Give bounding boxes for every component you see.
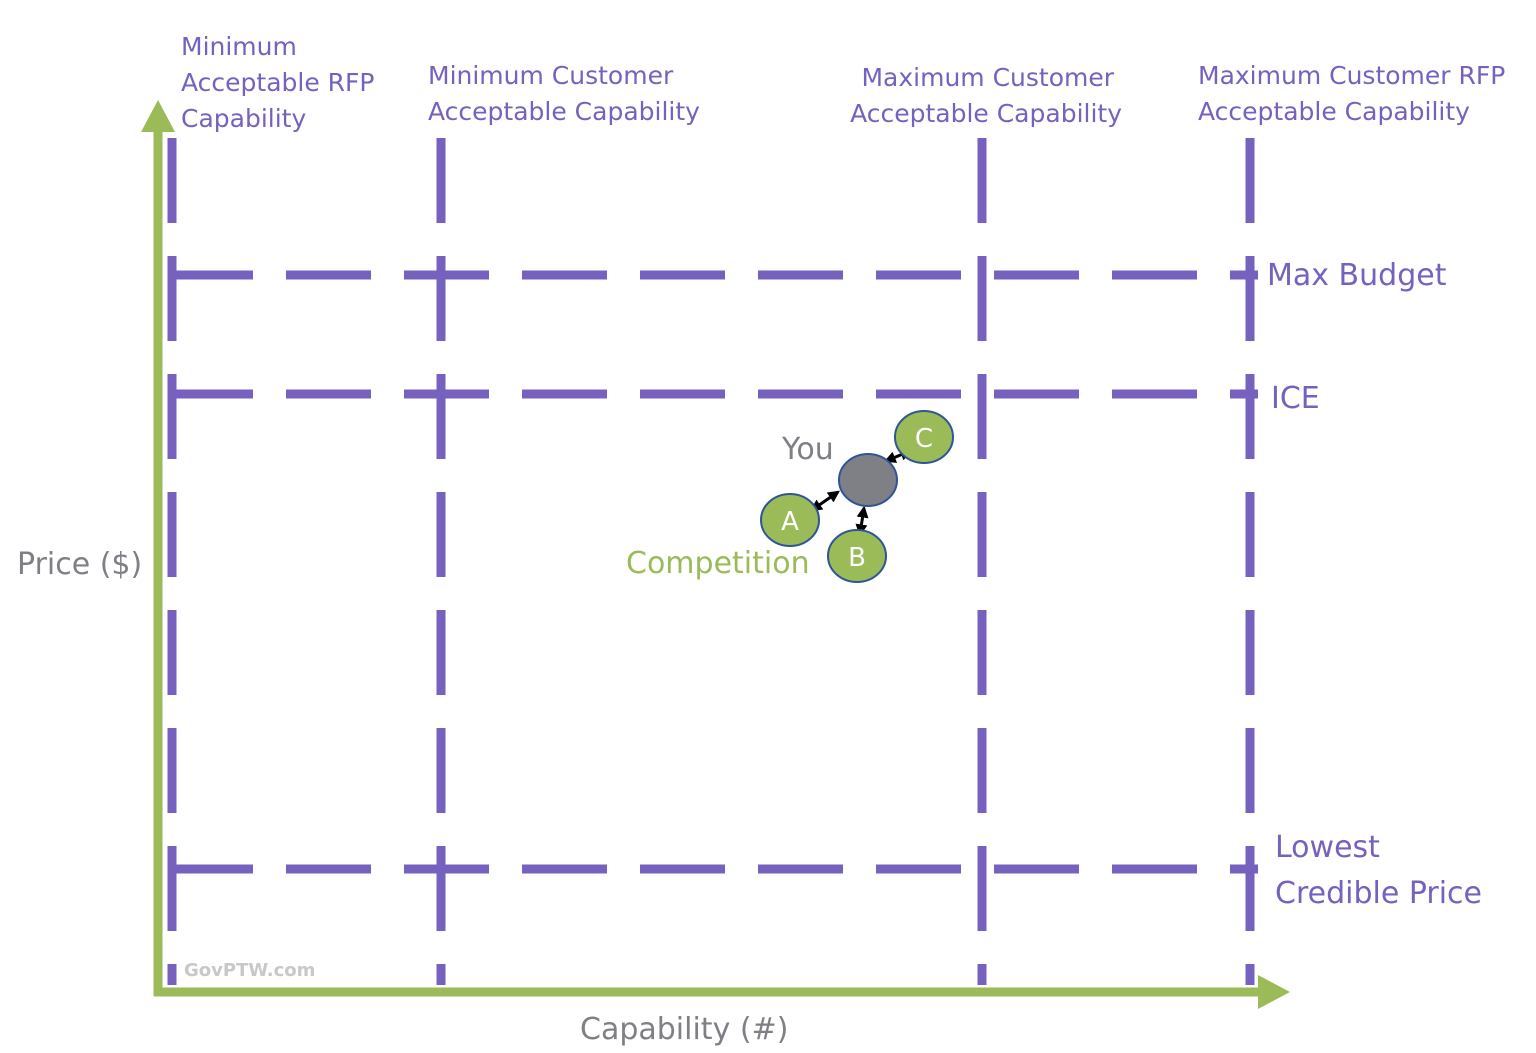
- watermark-text: GovPTW.com: [184, 960, 315, 981]
- x-axis-arrowhead: [1258, 975, 1290, 1009]
- you-node: [838, 453, 898, 507]
- label-min-rfp-capability: Minimum Acceptable RFP Capability: [181, 32, 382, 133]
- competitor-node-c: [894, 410, 954, 464]
- y-axis-arrowhead: [141, 100, 175, 132]
- competitor-label-c: C: [915, 424, 933, 454]
- competitor-label-b: B: [848, 543, 866, 573]
- you-label: You: [781, 432, 834, 467]
- label-max-budget: Max Budget: [1267, 258, 1447, 293]
- competitor-label-a: A: [781, 507, 799, 537]
- label-min-customer-capability: Minimum Customer Acceptable Capability: [428, 61, 700, 126]
- label-max-rfp-capability: Maximum Customer RFP Acceptable Capabili…: [1198, 61, 1513, 126]
- competition-label: Competition: [626, 546, 810, 581]
- competitor-node-a: [760, 493, 820, 547]
- label-lowest-credible-price: Lowest Credible Price: [1275, 830, 1482, 911]
- x-axis-label: Capability (#): [580, 1012, 788, 1047]
- label-max-customer-capability: Maximum Customer Acceptable Capability: [850, 63, 1122, 128]
- y-axis-label: Price ($): [17, 547, 142, 582]
- competitor-node-b: [827, 529, 887, 583]
- label-ice: ICE: [1271, 381, 1320, 416]
